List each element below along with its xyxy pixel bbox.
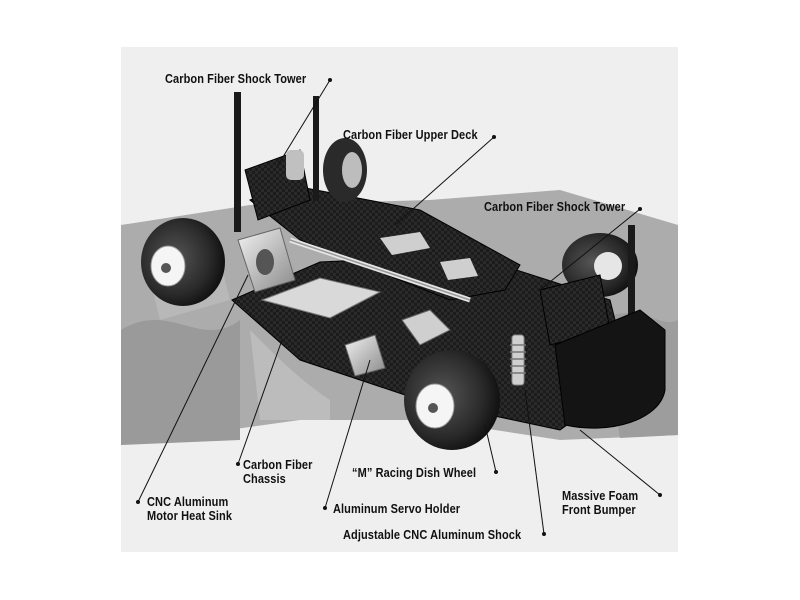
label-chassis: Carbon Fiber Chassis <box>243 458 313 486</box>
leader-dots <box>136 78 662 536</box>
label-bumper-line1: Massive Foam <box>562 489 639 503</box>
label-heat-sink-line1: CNC Aluminum <box>147 495 229 509</box>
label-chassis-line2: Chassis <box>243 472 286 486</box>
label-upper-deck: Carbon Fiber Upper Deck <box>343 128 478 142</box>
label-heat-sink-line2: Motor Heat Sink <box>147 509 233 523</box>
front-foam-bumper <box>554 309 666 429</box>
label-rear-shock-tower: Carbon Fiber Shock Tower <box>165 72 307 86</box>
label-heat-sink: CNC Aluminum Motor Heat Sink <box>147 495 232 523</box>
label-shock: Adjustable CNC Aluminum Shock <box>343 528 522 542</box>
rear-right-wheel <box>323 138 367 202</box>
servo-holder <box>344 334 386 377</box>
label-front-shock-tower: Carbon Fiber Shock Tower <box>484 200 626 214</box>
rear-left-wheel <box>141 218 225 306</box>
label-chassis-line1: Carbon Fiber <box>243 458 313 472</box>
upper-deck <box>249 184 521 303</box>
label-bumper-line2: Front Bumper <box>562 503 636 517</box>
label-bumper: Massive Foam Front Bumper <box>562 489 638 517</box>
motor-heat-sink <box>237 227 296 293</box>
label-wheel: “M” Racing Dish Wheel <box>352 466 477 480</box>
label-servo-holder: Aluminum Servo Holder <box>333 502 461 516</box>
leader-lines <box>137 79 661 535</box>
front-left-wheel <box>404 350 500 450</box>
aluminum-shock <box>510 334 526 386</box>
rear-shock-tower <box>234 92 319 232</box>
